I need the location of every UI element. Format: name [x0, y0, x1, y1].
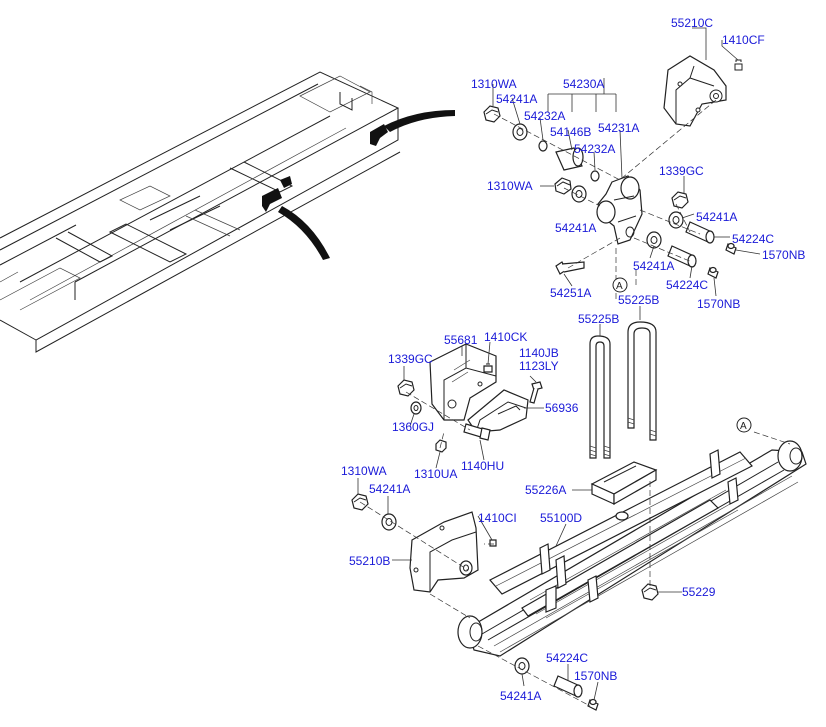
label-54232A-2: 54232A	[574, 142, 615, 156]
label-1140JB: 1140JB	[519, 346, 559, 360]
hanger-bracket-55210C	[663, 55, 727, 127]
label-1310UA: 1310UA	[414, 467, 457, 481]
label-54231A: 54231A	[598, 121, 639, 135]
label-55226A: 55226A	[525, 483, 566, 497]
washer-54241A-5	[381, 513, 397, 531]
vehicle-frame	[0, 71, 401, 353]
leaf-spring-55100D	[457, 440, 807, 657]
label-1410CI: 1410CI	[478, 511, 517, 525]
label-54224C-1: 54224C	[732, 232, 774, 246]
spring-pad-55226A	[590, 461, 658, 506]
label-1310WA-mid: 1310WA	[487, 179, 533, 193]
u-bolt-55225B-2	[627, 321, 657, 441]
label-1410CK: 1410CK	[484, 330, 527, 344]
label-1410CF: 1410CF	[722, 33, 765, 47]
label-55225B-1: 55225B	[618, 293, 659, 307]
nut-1310WA-mid	[554, 177, 572, 195]
label-54241A-3: 54241A	[555, 221, 596, 235]
label-54224C-3: 54224C	[546, 651, 588, 665]
label-1570NB-2: 1570NB	[697, 297, 740, 311]
nut-55229	[641, 583, 659, 601]
label-56936: 56936	[545, 401, 579, 415]
assembly-lines	[359, 99, 791, 707]
pin-54224C-3	[553, 675, 583, 698]
grease-nipple-1570NB-1	[725, 242, 737, 255]
bushing-54146B	[555, 147, 584, 171]
label-54224C-2: 54224C	[666, 278, 708, 292]
label-1339GC-low: 1339GC	[388, 352, 433, 366]
label-54241A-5: 54241A	[369, 482, 410, 496]
hanger-bracket-55210B	[409, 511, 479, 593]
label-54241A-6: 54241A	[500, 689, 541, 703]
label-54230A: 54230A	[563, 77, 604, 91]
nut-1310WA-top	[483, 105, 501, 123]
bolt-54251A	[555, 261, 585, 275]
nut-1339GC-low	[397, 379, 415, 397]
location-arrows	[278, 110, 455, 260]
u-bolt-55225B-1	[589, 335, 611, 459]
washer-54241A-2	[668, 211, 684, 229]
plate-56936	[467, 389, 529, 433]
grease-nipple-1570NB-2	[707, 266, 719, 279]
label-1123LY: 1123LY	[519, 359, 559, 373]
callout-A-1: A	[616, 281, 623, 292]
part-labels: 55210C 1410CF 1310WA 54230A 54241A 54232…	[341, 16, 805, 703]
washer-54241A-3	[571, 185, 587, 203]
label-55229: 55229	[682, 585, 716, 599]
nut-1339GC-top	[671, 191, 689, 209]
shackle-54231A	[596, 175, 643, 245]
label-54241A-1: 54241A	[496, 92, 537, 106]
bolt-1410CF	[734, 59, 743, 71]
washer-54241A-1	[512, 123, 528, 141]
grease-nipple-1570NB-3	[587, 698, 599, 711]
label-54241A-2: 54241A	[696, 210, 737, 224]
label-54241A-4: 54241A	[633, 259, 674, 273]
label-1570NB-3: 1570NB	[574, 669, 617, 683]
bracket-55681	[429, 343, 497, 421]
label-1310WA-low: 1310WA	[341, 464, 387, 478]
label-55210C-top: 55210C	[671, 16, 713, 30]
label-54232A-1: 54232A	[524, 109, 565, 123]
label-1360GJ: 1360GJ	[392, 420, 434, 434]
washer-54241A-6	[514, 657, 530, 675]
label-54251A: 54251A	[550, 286, 591, 300]
bolt-1140JB	[529, 381, 543, 404]
bolt-1410CI	[489, 539, 497, 547]
label-54146B: 54146B	[550, 125, 591, 139]
pin-54224C-1	[685, 221, 715, 244]
seal-54232A-2	[590, 170, 600, 182]
callout-A-2: A	[740, 421, 747, 432]
bolt-1140HU	[463, 423, 491, 441]
label-1140HU: 1140HU	[461, 459, 504, 473]
seal-54232A-1	[538, 140, 548, 152]
label-55681: 55681	[444, 333, 478, 347]
label-1310WA-top: 1310WA	[471, 77, 517, 91]
leader-lines	[357, 27, 761, 701]
label-55225B-2: 55225B	[578, 312, 619, 326]
washer-1360GJ	[410, 401, 422, 415]
washer-54241A-4	[646, 231, 662, 249]
label-1570NB-1: 1570NB	[762, 248, 805, 262]
label-1339GC-top: 1339GC	[659, 164, 704, 178]
label-55210B: 55210B	[349, 554, 390, 568]
callout-circles	[612, 277, 752, 433]
nut-1310UA	[435, 439, 447, 453]
label-55100D: 55100D	[540, 511, 582, 525]
